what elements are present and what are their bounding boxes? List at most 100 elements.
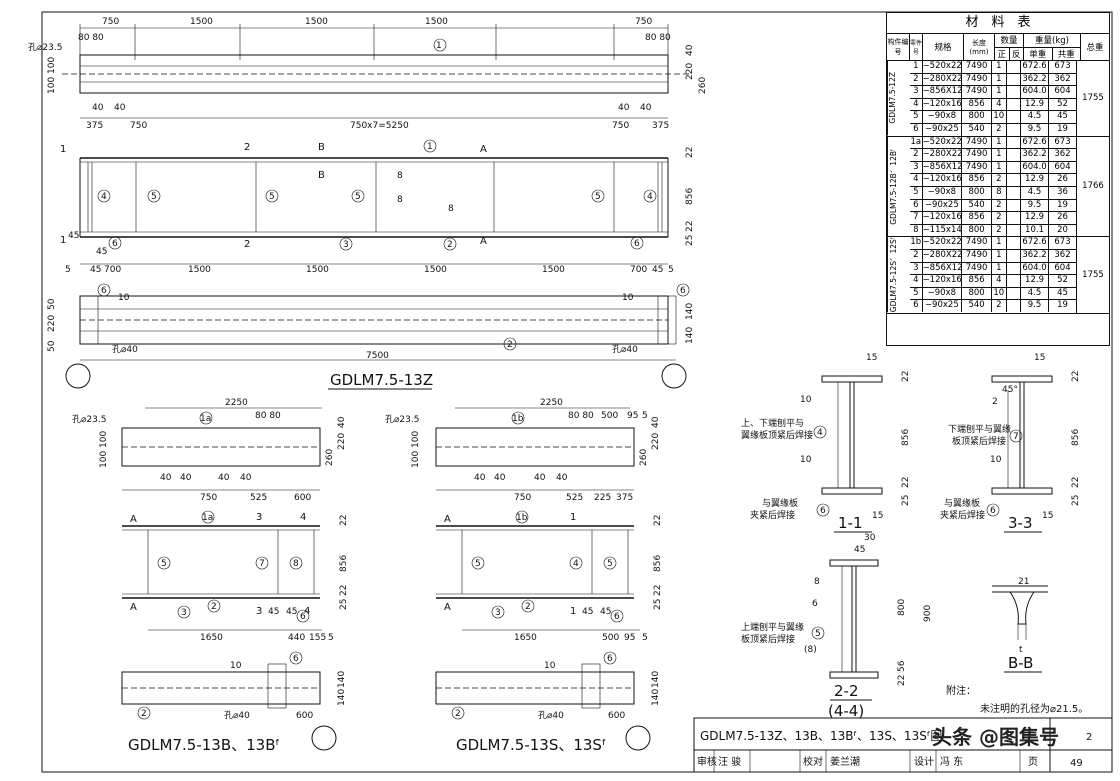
s11-dim-22b: 22	[901, 477, 911, 488]
s-part-3: 3	[495, 608, 501, 618]
b-dim-600: 600	[294, 493, 311, 503]
s11-note2: 翼缘板顶紧后焊接	[741, 429, 813, 441]
s-rdim-22: 22	[653, 515, 663, 526]
table-cell: 1	[992, 86, 1007, 98]
tb-page-no: 49	[1070, 758, 1083, 769]
table-cell	[1007, 287, 1022, 300]
table-cell: 4	[910, 275, 923, 287]
table-cell: 6	[910, 123, 923, 136]
dim-375-left: 375	[86, 121, 103, 131]
s22-w45: 45	[854, 545, 865, 555]
s11-part-6: 6	[820, 506, 826, 516]
s-45-a: 45	[582, 607, 593, 617]
dim-750x7: 750x7=5250	[350, 121, 409, 131]
bot-vert-50-b: 50	[47, 340, 57, 352]
s33-45deg: 45°	[1002, 385, 1018, 395]
s11-note4: 夹紧后焊接	[750, 509, 795, 521]
main-bottom-flange-view: 6 6 10 10 50 220 50 140 140 2 孔⌀40 孔⌀40 …	[47, 283, 695, 390]
notes: 附注： 未注明的孔径为⌀21.5。	[946, 684, 1088, 715]
s-bot-hole: 孔⌀40	[538, 710, 564, 721]
table-cell: 10.1	[1021, 224, 1050, 237]
table-cell: −115x14	[922, 224, 963, 237]
table-cell: 4.5	[1021, 111, 1050, 123]
table-cell: 1	[992, 61, 1007, 73]
table-cell: 45	[1057, 111, 1068, 122]
b-hole: 孔⌀23.5	[72, 414, 106, 425]
s33-dim-856: 856	[1071, 429, 1081, 446]
table-cell: −90x25	[923, 199, 963, 212]
vert-260: 260	[698, 77, 708, 94]
table-cell: 7490	[962, 86, 993, 98]
table-cell: 2	[992, 300, 1007, 312]
table-cell: 4	[992, 275, 1007, 287]
s22-subtitle: (4-4)	[828, 702, 864, 720]
b-45-b: 45	[286, 607, 297, 617]
table-cell: −120x16	[922, 275, 963, 287]
b-bot-part-2: 2	[141, 709, 147, 719]
header-sum: 总重	[1086, 43, 1104, 53]
s33-title: 3-3	[1008, 514, 1033, 532]
s11-w10-bot: 10	[800, 455, 812, 465]
table-cell: 36	[1057, 186, 1068, 197]
table-cell: 6	[910, 199, 923, 212]
s-sec-1-top: 1	[570, 512, 576, 523]
small-5: 5	[65, 265, 71, 275]
s-vert-220: 220	[651, 433, 661, 450]
dim-750-right: 750	[635, 17, 652, 27]
table-cell: −856X12	[922, 86, 963, 98]
section-mark-2-bottom: 2	[244, 239, 250, 250]
b-vert-260: 260	[325, 449, 335, 466]
table-cell: 1	[992, 237, 1007, 249]
s33-note2: 板顶紧后焊接	[952, 435, 1006, 447]
b-40-c: 40	[218, 473, 230, 483]
table-cell	[1007, 186, 1022, 199]
vert-100-100: 100 100	[47, 57, 57, 94]
watermark-text: 头条 @图集号	[932, 725, 1059, 749]
s33-w15-top: 15	[1034, 353, 1045, 363]
elev-dim-856: 856	[685, 188, 695, 205]
table-cell: 362.2	[1021, 149, 1050, 161]
group-member-id: GDLM7.5-12S、12Sᶠ	[887, 237, 910, 313]
part-3-elev: 3	[343, 240, 349, 250]
tb-design: 设计	[914, 755, 934, 768]
table-cell: 800	[962, 111, 993, 123]
s-bot-600: 600	[608, 711, 625, 721]
header-qty-neg: 反	[1011, 50, 1021, 60]
table-cell: 800	[962, 186, 993, 199]
title-block: GDLM7.5-13Z、13B、13Bᶠ、13S、13Sᶠ图 2 审核 汪 骏 …	[693, 717, 1113, 773]
header-part: 零件号	[910, 34, 923, 60]
sub-view-13s: 2250 80 80 500 95 5 孔⌀23.5 1b 100 100 22…	[385, 398, 663, 754]
b-dim-1650: 1650	[200, 633, 223, 643]
title-gdlm-13s: GDLM7.5-13S、13Sᶠ	[456, 736, 606, 754]
table-cell: 2	[910, 73, 923, 86]
table-cell	[1007, 161, 1022, 174]
bot-vert-50-a: 50	[47, 298, 57, 310]
figure-number: 2	[1086, 732, 1092, 743]
table-cell: −90x8	[923, 111, 963, 123]
s-sec-a-top: A	[444, 514, 451, 525]
s-40-d: 40	[556, 473, 568, 483]
table-cell: 800	[962, 224, 993, 237]
support-circle-left	[65, 363, 91, 389]
s-95: 95	[627, 411, 638, 421]
dim-1500-b: 1500	[305, 17, 328, 27]
part-6-left: 6	[112, 239, 118, 249]
table-cell	[1007, 212, 1022, 224]
s33-part-7: 7	[1013, 432, 1019, 442]
weld-10-right: 10	[622, 293, 634, 303]
section-b-b: 21 t B-B	[992, 577, 1048, 673]
s-vert-l: 100 100	[411, 431, 421, 468]
b-top-2250: 2250	[225, 398, 248, 408]
table-cell: 3	[910, 86, 923, 98]
section-2-2: 30 45 8 6 上端刨平与翼缘 板顶紧后焊接 5 (8) 800 900 5…	[741, 533, 933, 720]
group-total-weight: 1755	[1082, 93, 1104, 104]
table-cell: 7490	[962, 73, 993, 86]
s-5: 5	[642, 411, 648, 421]
table-cell: −856X12	[922, 161, 963, 174]
